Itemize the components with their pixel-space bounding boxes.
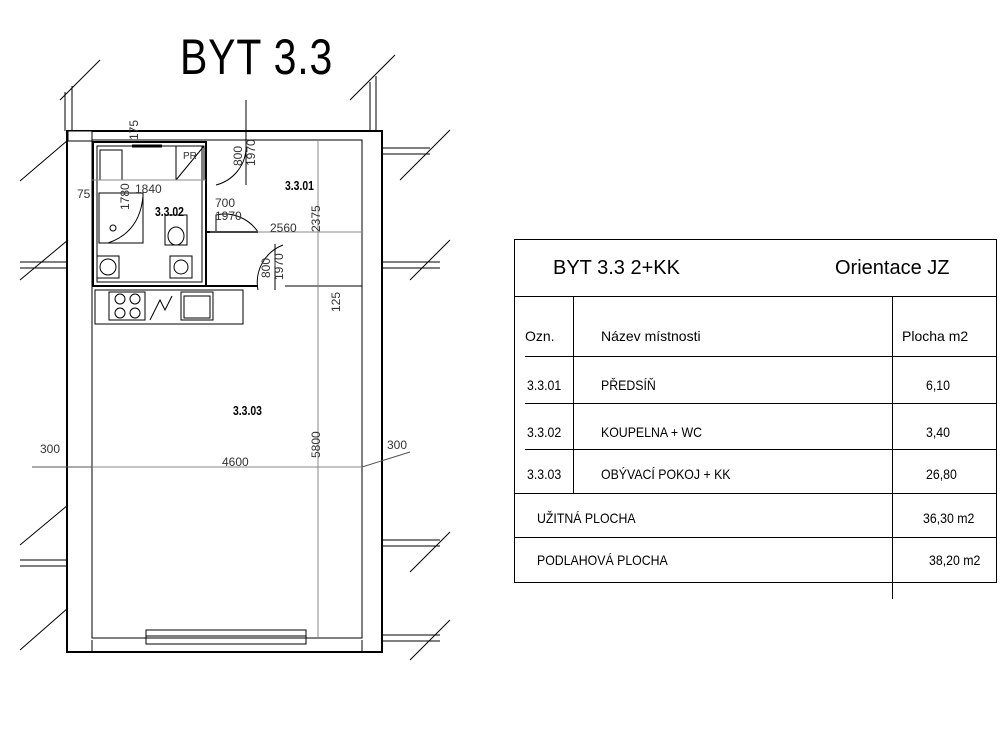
total-label: UŽITNÁ PLOCHA bbox=[537, 510, 636, 526]
col-header-code: Ozn. bbox=[525, 328, 555, 344]
shower-tray bbox=[98, 192, 144, 244]
bathroom-inner bbox=[96, 145, 203, 283]
dim-75: 75 bbox=[77, 187, 91, 201]
col-header-name: Název místnosti bbox=[601, 328, 701, 344]
table-orientation: Orientace JZ bbox=[835, 257, 950, 279]
row-area: 6,10 bbox=[926, 377, 950, 393]
total-value: 38,20 m2 bbox=[929, 552, 981, 568]
room-label-3-3-02: 3.3.02 bbox=[155, 204, 184, 219]
dim-4600: 4600 bbox=[222, 455, 249, 469]
floor-plan-drawing bbox=[19, 54, 451, 661]
row-name: OBÝVACÍ POKOJ + KK bbox=[601, 466, 731, 482]
dim-1780: 1780 bbox=[118, 183, 132, 210]
dim-300-right: 300 bbox=[387, 438, 408, 452]
total-value: 36,30 m2 bbox=[923, 510, 975, 526]
pr-symbol: PR bbox=[183, 151, 197, 162]
row-code: 3.3.03 bbox=[527, 466, 562, 482]
row-name: KOUPELNA + WC bbox=[601, 424, 702, 440]
dim-1970-living: 1970 bbox=[272, 253, 286, 280]
kitchen-counter bbox=[94, 289, 244, 325]
dim-700: 700 bbox=[215, 196, 236, 210]
room-label-3-3-03: 3.3.03 bbox=[233, 403, 262, 418]
room-label-3-3-01: 3.3.01 bbox=[285, 178, 314, 193]
dim-5800: 5800 bbox=[309, 431, 323, 458]
row-area: 26,80 bbox=[926, 466, 957, 482]
dim-1970-entry: 1970 bbox=[244, 139, 258, 166]
dim-2560: 2560 bbox=[270, 221, 297, 235]
row-code: 3.3.01 bbox=[527, 377, 562, 393]
dim-800-living: 800 bbox=[259, 257, 273, 278]
outer-wall bbox=[66, 130, 383, 653]
dim-125: 125 bbox=[329, 291, 343, 312]
dim-800-entry: 800 bbox=[231, 145, 245, 166]
row-code: 3.3.02 bbox=[527, 424, 562, 440]
row-area: 3,40 bbox=[926, 424, 950, 440]
dim-1840: 1840 bbox=[135, 182, 162, 196]
total-label: PODLAHOVÁ PLOCHA bbox=[537, 552, 668, 568]
table-heading: BYT 3.3 2+KK bbox=[553, 257, 680, 279]
dim-1970-bath: 1970 bbox=[215, 209, 242, 223]
inner-wall-line bbox=[91, 139, 363, 639]
dim-175: 175 bbox=[127, 119, 141, 140]
plan-title: BYT 3.3 bbox=[180, 29, 334, 85]
col-header-area: Plocha m2 bbox=[902, 328, 969, 344]
row-name: PŘEDSÍŇ bbox=[601, 377, 656, 393]
area-table: BYT 3.3 2+KK Orientace JZ Ozn. Název mís… bbox=[514, 239, 997, 599]
dim-300-left: 300 bbox=[40, 442, 61, 456]
dim-2375: 2375 bbox=[309, 205, 323, 232]
